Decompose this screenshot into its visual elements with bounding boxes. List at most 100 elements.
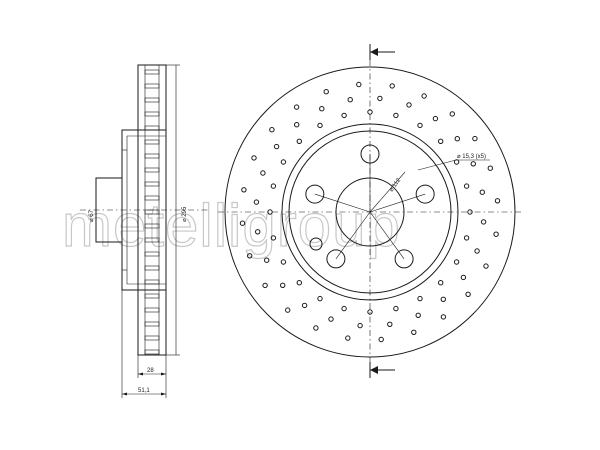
drilled-hole xyxy=(393,305,399,312)
vent-slot xyxy=(144,153,160,159)
drilled-hole xyxy=(454,136,460,142)
vent-slot xyxy=(144,223,160,229)
drilled-hole xyxy=(273,143,280,150)
vent-slot xyxy=(144,321,160,327)
drilled-hole xyxy=(465,291,471,297)
drilled-hole xyxy=(262,282,268,289)
vent-slot xyxy=(144,125,160,131)
drilled-hole xyxy=(293,104,300,110)
bolt-hole xyxy=(326,249,346,269)
drilled-hole xyxy=(367,309,373,315)
drilled-hole xyxy=(387,321,393,327)
drilled-hole xyxy=(470,161,476,167)
drilled-hole xyxy=(345,335,351,341)
drilled-hole xyxy=(378,336,384,343)
drilled-hole xyxy=(472,135,478,142)
bolt-hole-leader xyxy=(314,193,371,213)
drilled-hole xyxy=(474,248,480,254)
vent-slot xyxy=(144,265,160,271)
drilled-hole xyxy=(415,312,421,318)
drilled-hole xyxy=(367,109,373,115)
section-marker-top xyxy=(369,44,395,60)
drilled-hole xyxy=(341,305,347,312)
drilled-hole xyxy=(480,219,487,225)
drilled-hole xyxy=(267,209,273,215)
drilled-hole xyxy=(493,231,499,237)
outer-diameter-label: ⌀ 295 xyxy=(182,206,188,222)
drilled-hole xyxy=(393,112,399,119)
drilled-hole xyxy=(301,302,308,309)
vent-slot xyxy=(144,307,160,313)
drilled-hole xyxy=(356,81,362,88)
drilled-hole xyxy=(328,316,334,322)
drilled-hole xyxy=(294,122,300,128)
vent-slot xyxy=(144,111,160,117)
vent-slot xyxy=(144,237,160,243)
drilled-hole xyxy=(483,263,489,269)
side-view: ⌀ 67 ⌀ 295 28 51,1 xyxy=(80,64,210,398)
drilled-hole xyxy=(463,183,470,189)
vent-slot xyxy=(144,349,160,355)
inner-diameter-label: ⌀ 67 xyxy=(89,209,95,222)
drilled-hole xyxy=(239,220,246,226)
drilled-hole xyxy=(389,83,395,89)
bolt-hole-leader xyxy=(369,193,426,213)
drilled-hole xyxy=(269,127,275,133)
drilled-hole xyxy=(255,229,261,235)
total-height-label: 51,1 xyxy=(138,388,150,394)
drilled-hole xyxy=(296,280,302,286)
bolt-hole xyxy=(415,184,435,204)
bolt-hole xyxy=(305,184,325,204)
drilled-hole xyxy=(449,111,455,117)
drilled-hole xyxy=(247,253,253,259)
bolt-hole xyxy=(394,249,414,269)
drilled-hole xyxy=(463,235,470,241)
vent-slot xyxy=(144,167,160,173)
vent-slot xyxy=(144,69,160,75)
drilled-hole xyxy=(347,97,353,103)
bolt-hole-leader xyxy=(335,211,371,260)
section-marker-bottom xyxy=(369,362,395,378)
drilled-hole xyxy=(280,159,287,165)
drilled-hole xyxy=(317,295,323,302)
drilled-hole xyxy=(432,115,439,122)
drilled-hole xyxy=(467,209,473,215)
locating-hole xyxy=(309,237,323,251)
drilled-hole xyxy=(453,259,460,265)
vent-slot xyxy=(144,293,160,299)
drilled-hole xyxy=(251,155,257,161)
drilled-hole xyxy=(341,112,347,119)
drilled-hole xyxy=(260,170,266,176)
vent-slot xyxy=(144,279,160,285)
cross-drilled-holes xyxy=(239,81,501,343)
vent-slot xyxy=(144,251,160,257)
vent-slot xyxy=(144,335,160,341)
bolt-holes xyxy=(305,144,435,269)
drilled-hole xyxy=(406,102,412,108)
drilled-hole xyxy=(438,280,444,286)
front-view: ⌀ 112 ⌀ 15,3 (x5) xyxy=(218,44,522,378)
drilled-hole xyxy=(377,95,383,102)
drilled-hole xyxy=(421,93,427,99)
drilled-hole xyxy=(411,329,417,335)
vent-slot xyxy=(144,195,160,201)
drilled-hole xyxy=(296,138,302,145)
drilled-hole xyxy=(438,138,444,145)
drilled-hole xyxy=(417,295,423,302)
drilled-hole xyxy=(264,257,270,263)
drilled-hole xyxy=(440,296,446,302)
vent-slot xyxy=(144,83,160,89)
drilled-hole xyxy=(494,198,501,204)
drilled-hole xyxy=(323,89,329,95)
drilled-hole xyxy=(270,183,277,189)
bolt-hole-leader xyxy=(369,211,405,260)
drilled-hole xyxy=(440,314,447,320)
vent-slot xyxy=(144,181,160,187)
drilled-hole xyxy=(487,165,493,171)
drilled-hole xyxy=(241,187,247,193)
drilled-hole xyxy=(280,259,287,265)
drilled-hole xyxy=(317,122,323,129)
drilled-hole xyxy=(280,282,286,288)
drilled-hole xyxy=(479,189,485,195)
